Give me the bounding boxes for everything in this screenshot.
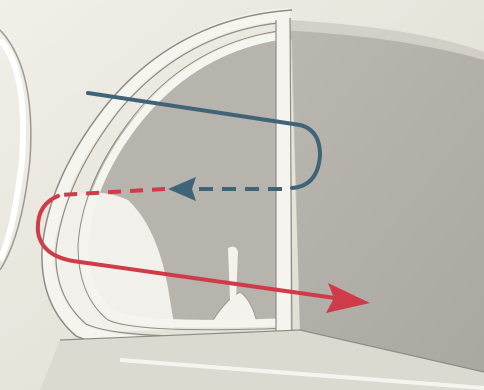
window-divider-post (276, 18, 290, 348)
rear-quarter-glass (278, 30, 484, 380)
